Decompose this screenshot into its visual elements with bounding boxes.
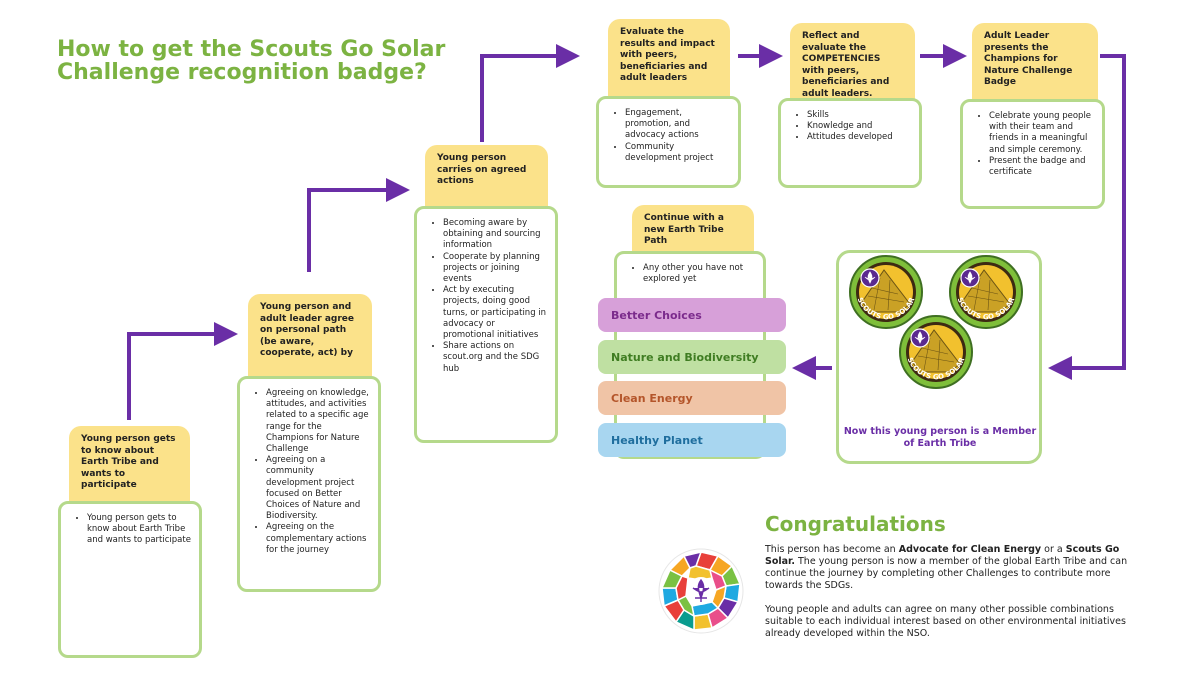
step5-header: Reflect and evaluate the COMPETENCIES wi…: [790, 23, 915, 100]
step4-header: Evaluate the results and impact with pee…: [608, 19, 730, 98]
list-item: Any other you have not explored yet: [643, 263, 755, 285]
path-nature-biodiversity: Nature and Biodiversity: [598, 340, 786, 374]
step1-box: Young person gets to know about Earth Tr…: [58, 501, 202, 658]
earth-tribe-caption: Now this young person is a Member of Ear…: [843, 426, 1037, 449]
badge-label-3: SCOUTS GO SOLAR: [906, 356, 967, 381]
step2-header: Young person and adult leader agree on p…: [248, 294, 372, 377]
list-item: Agreeing on the complementary actions fo…: [266, 522, 370, 556]
step7-header: Continue with a new Earth Tribe Path: [632, 205, 754, 253]
arrow-step6-to-badges: [1048, 54, 1126, 380]
path-better-choices: Better Choices: [598, 298, 786, 332]
step6-header: Adult Leader presents the Champions for …: [972, 23, 1098, 101]
earth-tribe-emblem-icon: [658, 548, 744, 634]
step4-box: Engagement, promotion, and advocacy acti…: [596, 96, 741, 188]
list-item: Engagement, promotion, and advocacy acti…: [625, 108, 730, 142]
list-item: Celebrate young people with their team a…: [989, 111, 1094, 156]
congratulations-title: Congratulations: [765, 512, 946, 536]
badge-labels: SCOUTS GO SOLAR SCOUTS GO SOLAR SCOUTS G…: [856, 296, 1017, 381]
arrow-step3-to-step4: [480, 44, 580, 142]
list-item: Agreeing on knowledge, attitudes, and ac…: [266, 388, 370, 455]
list-item: Agreeing on a community development proj…: [266, 455, 370, 522]
step5-box: Skills Knowledge and Attitudes developed: [778, 98, 922, 188]
list-item: Act by executing projects, doing good tu…: [443, 285, 547, 341]
step6-box: Celebrate young people with their team a…: [960, 99, 1105, 209]
page-title: How to get the Scouts Go Solar Challenge…: [57, 37, 446, 85]
list-item: Becoming aware by obtaining and sourcing…: [443, 218, 547, 252]
badge-label-2: SCOUTS GO SOLAR: [956, 296, 1017, 321]
list-item: Cooperate by planning projects or joinin…: [443, 252, 547, 286]
list-item: Attitudes developed: [807, 132, 911, 143]
step3-header: Young person carries on agreed actions: [425, 145, 548, 208]
step3-box: Becoming aware by obtaining and sourcing…: [414, 206, 558, 443]
list-item: Present the badge and certificate: [989, 156, 1094, 178]
congratulations-paragraph-2: Young people and adults can agree on man…: [765, 604, 1126, 639]
list-item: Young person gets to know about Earth Tr…: [87, 513, 191, 547]
badge-label-1: SCOUTS GO SOLAR: [856, 296, 917, 321]
step1-header: Young person gets to know about Earth Tr…: [69, 426, 190, 501]
list-item: Share actions on scout.org and the SDG h…: [443, 341, 547, 375]
list-item: Knowledge and: [807, 121, 911, 132]
list-item: Skills: [807, 110, 911, 121]
list-item: Community development project: [625, 142, 730, 164]
arrow-step2-to-step3: [307, 178, 410, 272]
congratulations-paragraph-1: This person has become an Advocate for C…: [765, 544, 1128, 591]
step2-box: Agreeing on knowledge, attitudes, and ac…: [237, 376, 381, 592]
path-healthy-planet: Healthy Planet: [598, 423, 786, 457]
arrow-step1-to-step2: [127, 322, 238, 420]
path-clean-energy: Clean Energy: [598, 381, 786, 415]
